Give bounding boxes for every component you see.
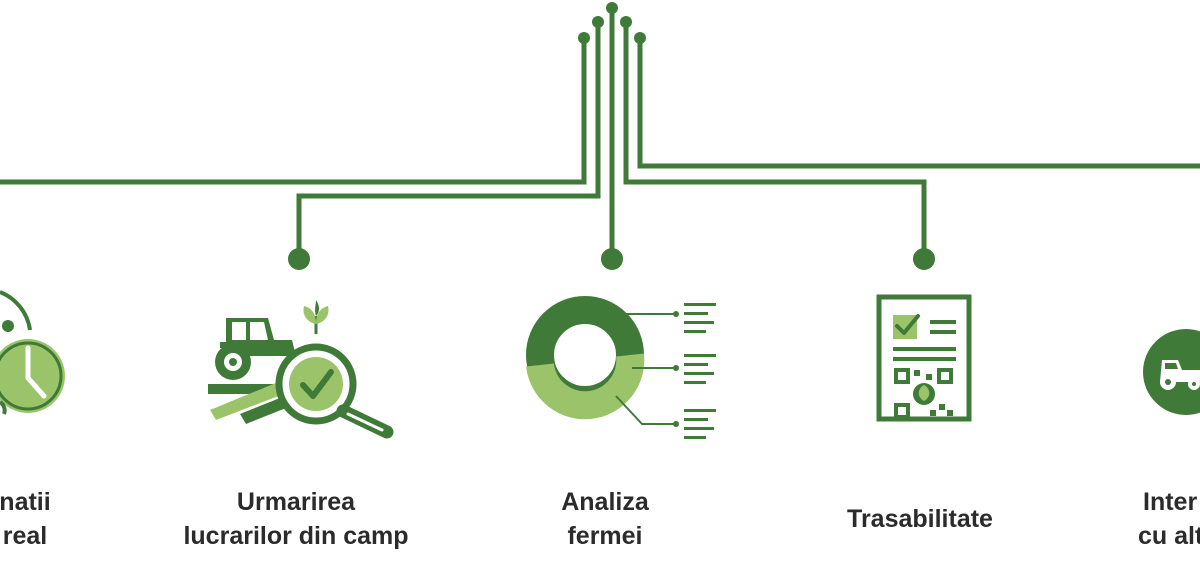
bottom-node-field-work	[288, 248, 310, 270]
bottom-node-center	[601, 248, 623, 270]
top-node-4	[620, 16, 632, 28]
connector-line-left	[0, 38, 587, 185]
feature-label-integration-line-1: Inter	[1143, 488, 1198, 516]
feature-label-farm-analysis: Analiza fermei	[530, 485, 680, 553]
top-node-2	[592, 16, 604, 28]
top-node-5	[634, 32, 646, 44]
connector-nodes	[288, 2, 935, 270]
feature-label-integration: Inter cu alt	[1133, 485, 1200, 553]
donut-chart-icon	[526, 296, 716, 439]
connector-lines	[0, 8, 1200, 258]
top-node-3	[606, 2, 618, 14]
feature-label-traceability: Trasabilitate	[810, 502, 1030, 536]
bottom-node-traceability	[913, 248, 935, 270]
feature-label-realtime-line-2: real	[2, 522, 48, 550]
clock-icon	[0, 290, 65, 415]
qr-document-icon	[876, 294, 972, 422]
feature-label-field-work-line-2: lucrarilor din camp	[183, 522, 409, 550]
feature-label-traceability-line-1: Trasabilitate	[847, 505, 993, 533]
top-node-1	[578, 32, 590, 44]
feature-label-realtime-line-1: natii	[0, 488, 51, 516]
feature-label-field-work-line-1: Urmarirea	[236, 488, 356, 516]
feature-label-farm-analysis-line-2: fermei	[567, 522, 643, 550]
tractor-magnifier-icon	[208, 300, 394, 439]
feature-label-field-work: Urmarirea lucrarilor din camp	[166, 485, 426, 553]
connector-line-traceability	[623, 22, 927, 258]
feature-label-farm-analysis-line-1: Analiza	[561, 488, 649, 516]
feature-label-realtime: natii real	[0, 485, 70, 553]
connector-line-field-work	[296, 22, 601, 258]
tractor-circle-icon	[1143, 329, 1200, 415]
feature-label-integration-line-2: cu alt	[1138, 522, 1200, 550]
connector-line-right	[637, 38, 1200, 169]
